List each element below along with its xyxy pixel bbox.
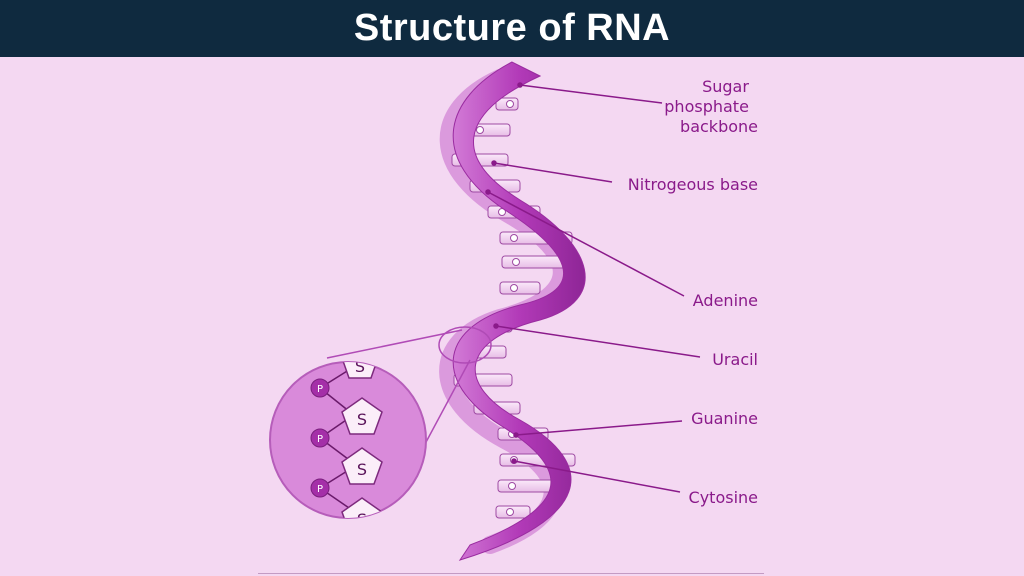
svg-text:S: S [357, 410, 367, 429]
zoom-region [438, 326, 492, 364]
base-marker [508, 482, 516, 490]
svg-text:P: P [317, 484, 323, 495]
svg-text:S: S [357, 510, 367, 529]
base-marker [506, 100, 514, 108]
base-marker [510, 284, 518, 292]
label-adenine: Adenine [693, 291, 758, 310]
label-uracil: Uracil [712, 350, 758, 369]
svg-text:P: P [317, 434, 323, 445]
label-sugar-phosphate-backbone: Sugar phosphate backbone [664, 77, 758, 136]
leader-guanine [515, 420, 683, 436]
sugar-pentagon: S [341, 357, 379, 379]
base-rung [499, 281, 541, 295]
leader-nitrogenous-base [493, 162, 613, 183]
zoom-line-top [326, 329, 463, 359]
base-marker [512, 258, 520, 266]
svg-text:S: S [357, 460, 367, 479]
phosphate-circle: P [310, 428, 330, 448]
backbone-zoom-inset: S S S S P P [269, 357, 427, 529]
phosphate-circle: P [310, 478, 330, 498]
leader-adenine [487, 191, 685, 297]
bottom-divider [258, 573, 764, 574]
leader-cytosine [513, 460, 681, 493]
page-title: Structure of RNA [353, 7, 671, 49]
label-cytosine: Cytosine [689, 488, 758, 507]
svg-text:P: P [317, 384, 323, 395]
base-marker [476, 126, 484, 134]
sugar-pentagon: S [341, 447, 383, 485]
leader-sugar-phosphate [519, 84, 663, 104]
base-marker [506, 508, 514, 516]
leader-uracil [495, 325, 701, 358]
phosphate-circle: P [310, 378, 330, 398]
leader-lines [485, 82, 701, 493]
title-bar: Structure of RNA [0, 0, 1024, 57]
svg-text:S: S [355, 357, 365, 376]
base-marker [510, 234, 518, 242]
sugar-pentagon: S [341, 497, 383, 529]
sugar-phosphate-backbone [452, 61, 586, 561]
label-nitrogenous-base: Nitrogeous base [628, 175, 758, 194]
label-guanine: Guanine [691, 409, 758, 428]
sugar-pentagon: S [341, 397, 383, 435]
